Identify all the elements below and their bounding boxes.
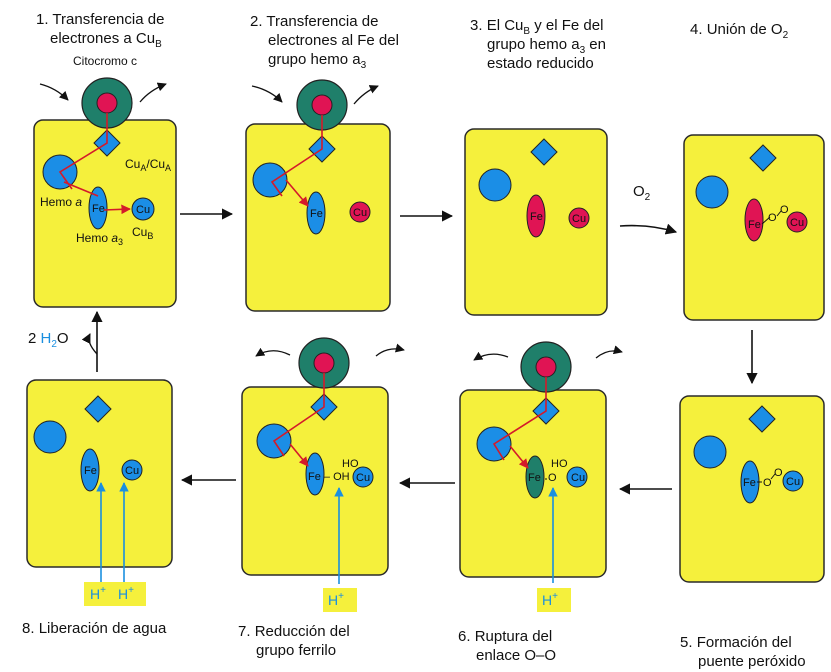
svg-text:HO: HO — [342, 458, 359, 470]
cu-b — [131, 197, 155, 221]
flow-arrow-3-4 — [619, 223, 678, 235]
panel-step-8: Fe Cu H+ H+ — [26, 379, 173, 606]
svg-text:grupo ferrilo: grupo ferrilo — [256, 642, 336, 659]
panel-step-2: Fe Cu — [245, 79, 391, 312]
svg-text:Fe: Fe — [310, 208, 323, 220]
svg-text:Fe: Fe — [92, 203, 105, 215]
svg-text:Cu: Cu — [572, 213, 586, 225]
o2-input-label: O2 — [633, 183, 651, 203]
citocromo-label: Citocromo c — [73, 54, 137, 68]
svg-text:estado reducido: estado reducido — [487, 55, 594, 72]
svg-text:CuA/CuA: CuA/CuA — [125, 157, 171, 173]
svg-text:CuB: CuB — [132, 225, 153, 241]
svg-text:enlace O–O: enlace O–O — [476, 647, 556, 664]
caption-step-6: 6. Ruptura del enlace O–O — [458, 628, 556, 664]
svg-text:O: O — [763, 477, 772, 489]
svg-text:Cu: Cu — [125, 465, 139, 477]
svg-text:Fe – OH: Fe – OH — [308, 471, 350, 483]
svg-text:O: O — [774, 467, 783, 479]
svg-text:H+: H+ — [328, 591, 344, 608]
svg-text:1. Transferencia de: 1. Transferencia de — [36, 11, 164, 28]
caption-step-2: 2. Transferencia de electrones al Fe del… — [250, 13, 399, 71]
svg-text:O: O — [768, 212, 777, 224]
water-release: 2 H2O — [28, 330, 98, 355]
svg-text:HO: HO — [551, 458, 568, 470]
svg-text:Cu: Cu — [571, 472, 585, 484]
svg-text:Cu: Cu — [790, 217, 804, 229]
svg-text:Cu: Cu — [786, 476, 800, 488]
svg-text:5. Formación del: 5. Formación del — [680, 634, 792, 651]
panel-step-5: Fe O O Cu — [679, 395, 825, 583]
svg-text:Fe: Fe — [748, 219, 761, 231]
svg-text:O: O — [548, 472, 557, 484]
svg-text:Fe: Fe — [84, 465, 97, 477]
caption-step-8: 8. Liberación de agua — [22, 620, 167, 637]
heme-a3 — [88, 186, 108, 230]
svg-text:4. Unión de O2: 4. Unión de O2 — [690, 21, 789, 41]
svg-text:Fe: Fe — [530, 211, 543, 223]
svg-text:H+: H+ — [542, 591, 558, 608]
svg-text:Cu: Cu — [356, 472, 370, 484]
panel-step-1: Citocromo c Fe Cu CuA/CuA Hemo a Hemo a3… — [33, 54, 177, 308]
svg-text:grupo hemo a3 en: grupo hemo a3 en — [487, 36, 606, 56]
svg-text:Fe: Fe — [743, 477, 756, 489]
svg-text:Cu: Cu — [136, 204, 150, 216]
svg-text:3. El CuB y el Fe del: 3. El CuB y el Fe del — [470, 17, 603, 37]
svg-text:6. Ruptura del: 6. Ruptura del — [458, 628, 552, 645]
svg-text:Fe: Fe — [528, 472, 541, 484]
caption-step-3: 3. El CuB y el Fe del grupo hemo a3 en e… — [470, 17, 606, 72]
svg-text:O: O — [780, 204, 789, 216]
caption-step-7: 7. Reducción del grupo ferrilo — [238, 623, 350, 659]
svg-text:Hemo a: Hemo a — [40, 195, 82, 209]
panel-step-7: Fe – OH HO Cu H+ — [241, 337, 405, 612]
caption-step-5: 5. Formación del puente peróxido — [680, 634, 806, 670]
svg-text:puente peróxido: puente peróxido — [698, 653, 806, 670]
caption-step-1: 1. Transferencia de electrones a CuB — [36, 11, 164, 50]
svg-text:2 H2O: 2 H2O — [28, 330, 69, 350]
svg-text:Cu: Cu — [353, 207, 367, 219]
svg-text:electrones al Fe del: electrones al Fe del — [268, 32, 399, 49]
svg-text:7. Reducción del: 7. Reducción del — [238, 623, 350, 640]
svg-text:H+: H+ — [90, 585, 106, 602]
svg-text:2. Transferencia de: 2. Transferencia de — [250, 13, 378, 30]
svg-text:8. Liberación de agua: 8. Liberación de agua — [22, 620, 167, 637]
svg-text:grupo hemo a3: grupo hemo a3 — [268, 51, 367, 71]
panel-step-3: Fe Cu — [464, 128, 608, 316]
caption-step-4: 4. Unión de O2 — [690, 21, 789, 41]
panel-step-4: Fe O O Cu — [683, 134, 825, 321]
svg-text:Hemo a3: Hemo a3 — [76, 231, 123, 247]
svg-text:electrones a CuB: electrones a CuB — [50, 30, 162, 50]
panel-step-6: Fe O HO Cu H+ — [459, 341, 623, 612]
svg-text:H+: H+ — [118, 585, 134, 602]
